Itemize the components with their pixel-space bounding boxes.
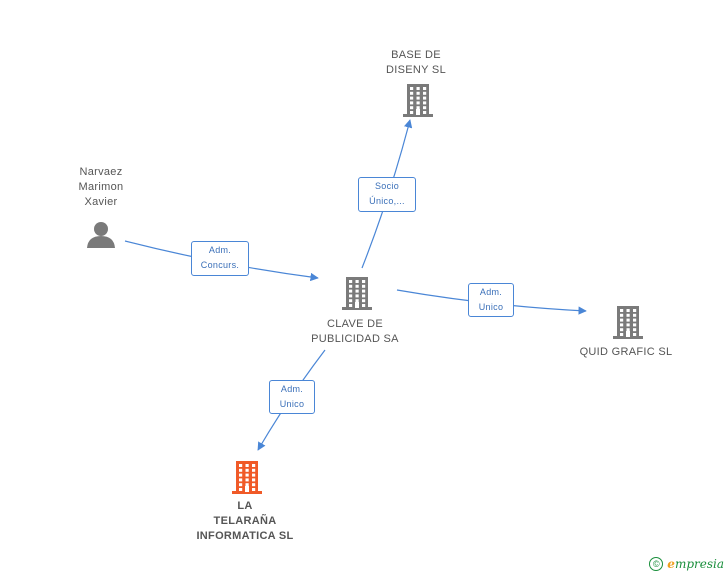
copyright-icon: © [649,557,664,571]
building-icon-quid[interactable] [613,306,643,339]
nodes-layer [87,84,643,494]
building-icon-clave[interactable] [342,277,372,310]
node-label-narvaez[interactable]: Narvaez Marimon Xavier [78,166,124,208]
brand-logo[interactable]: empresia [667,557,724,571]
person-icon-narvaez[interactable] [87,222,115,248]
node-label-clave[interactable]: CLAVE DE PUBLICIDAD SA [311,318,399,345]
building-icon-base[interactable] [403,84,433,117]
footer-brand: © empresia [649,557,724,571]
node-label-base[interactable]: BASE DE DISENY SL [386,49,446,76]
edge-label-e3[interactable]: Adm. Unico [468,283,514,317]
node-label-quid[interactable]: QUID GRAFIC SL [579,346,673,358]
edge-label-e4[interactable]: Adm. Unico [269,380,315,414]
edge-label-e2[interactable]: Adm. Concurs. [191,241,249,276]
building-icon-telarana[interactable] [232,461,262,494]
node-label-telarana[interactable]: LA TELARAÑA INFORMATICA SL [196,500,294,542]
edge-label-e1[interactable]: Socio Único,... [358,177,416,212]
